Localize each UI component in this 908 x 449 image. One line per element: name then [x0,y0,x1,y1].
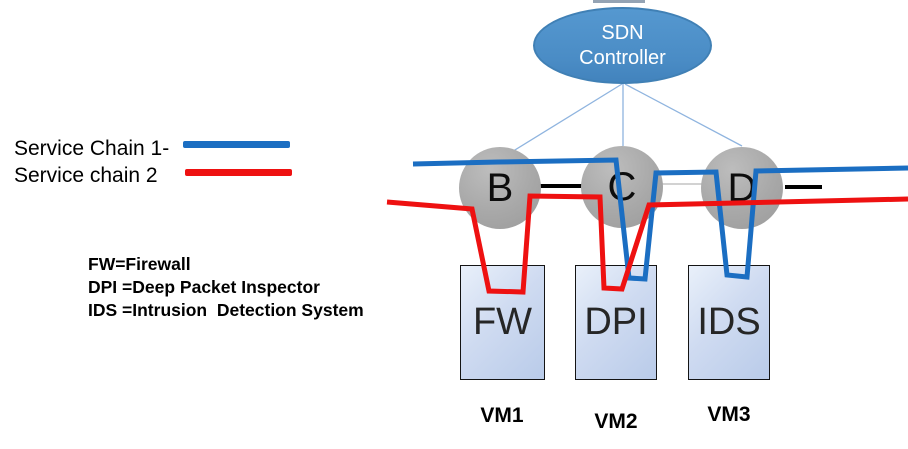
legend-chain2-label: Service chain 2 [14,164,158,187]
vm2-label: VM2 [594,410,638,433]
abbreviation-ids: IDS =Intrusion Detection System [88,300,364,320]
legend-chain1-swatch-line [183,141,290,148]
service-chain-1-path [412,157,908,282]
vm-box-dpi-label: DPI [584,301,648,343]
abbreviation-dpi: DPI =Deep Packet Inspector [88,277,320,297]
top-edge-artifact [593,0,645,3]
vm-box-ids-label: IDS [697,301,761,343]
sdn-controller-node: SDN Controller [533,7,712,84]
switch-node-d: D [701,147,783,229]
vm-box-ids: IDS [688,265,770,380]
vm-box-fw: FW [460,265,545,380]
vm3-label: VM3 [707,403,751,426]
service-chain-2-path [386,193,908,295]
controller-label-line2: Controller [579,46,666,69]
controller-to-b-link [496,83,623,162]
legend-chain2-swatch-line [185,169,292,176]
legend-chain1-label: Service Chain 1- [14,137,170,160]
vm-box-fw-label: FW [472,301,533,343]
abbreviation-fw: FW=Firewall [88,254,191,274]
legend-chain2-swatch [185,169,292,176]
vm-box-dpi: DPI [575,265,657,380]
controller-to-d-link [624,83,743,147]
vm1-label: VM1 [480,404,524,427]
controller-label-line1: SDN [601,21,644,44]
switch-node-b-label: B [486,165,514,210]
abbreviation-key: FW=Firewall DPI =Deep Packet Inspector I… [88,253,364,322]
legend-chain1-swatch [183,141,290,148]
